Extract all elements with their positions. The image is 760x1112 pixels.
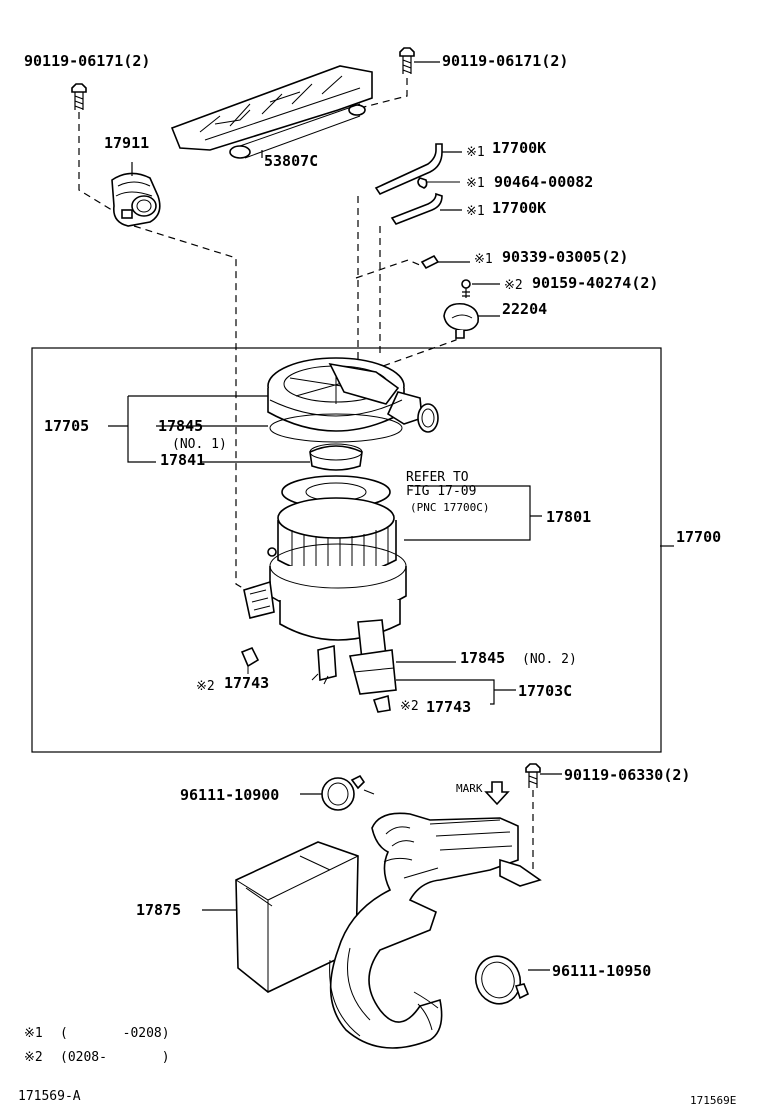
gasket-17845-no1 — [269, 413, 403, 443]
bolt-right-drawing — [399, 47, 415, 74]
footnote-1-text: ( -0208) — [60, 1026, 170, 1041]
mark1-c: ※1 — [466, 204, 485, 219]
intake-duct — [329, 812, 542, 1049]
label-53807c: 53807C — [264, 152, 318, 170]
air-cleaner-cap — [267, 357, 439, 433]
label-17875: 17875 — [136, 901, 181, 919]
label-bolt-right: 90119-06171(2) — [442, 52, 568, 70]
outlet-17703c — [311, 619, 397, 695]
label-17801: 17801 — [546, 508, 591, 526]
label-90339: 90339-03005(2) — [502, 248, 628, 266]
hose-17700k-upper — [374, 143, 443, 196]
label-refer-2: FIG 17-09 — [406, 484, 476, 499]
label-refer-1: REFER TO — [406, 470, 469, 485]
label-90159: 90159-40274(2) — [532, 274, 658, 292]
mark1-d: ※1 — [474, 252, 493, 267]
screw-90159 — [461, 279, 471, 298]
diagram-code-right: 171569E — [690, 1094, 736, 1107]
label-17700k-a: 17700K — [492, 139, 546, 157]
diagram-code-left: 171569-A — [18, 1089, 81, 1104]
clamp-96111-10950 — [474, 955, 530, 1005]
bolt-left-drawing — [71, 83, 87, 110]
label-no1: (NO. 1) — [172, 437, 227, 452]
air-cleaner-case — [243, 497, 407, 641]
clip-17743-left — [240, 646, 260, 674]
pin-90339 — [420, 254, 440, 270]
label-17743-a: 17743 — [224, 674, 269, 692]
clamp-96111-10900 — [321, 774, 375, 811]
label-22204: 22204 — [502, 300, 547, 318]
assembly-box — [31, 347, 662, 753]
label-17703c: 17703C — [518, 682, 572, 700]
label-96111-10950: 96111-10950 — [552, 962, 651, 980]
label-17743-b: 17743 — [426, 698, 471, 716]
label-17911: 17911 — [104, 134, 149, 152]
element-17841 — [309, 443, 363, 471]
label-17845-no2: 17845 — [460, 649, 505, 667]
label-90464: 90464-00082 — [494, 173, 593, 191]
sensor-22204 — [443, 302, 480, 339]
label-90119-06330: 90119-06330(2) — [564, 766, 690, 784]
label-bolt-left: 90119-06171(2) — [24, 52, 150, 70]
mark1-b: ※1 — [466, 176, 485, 191]
label-17700: 17700 — [676, 528, 721, 546]
label-no2: (NO. 2) — [522, 652, 577, 667]
label-17841: 17841 — [160, 451, 205, 469]
mark-arrow — [484, 781, 510, 806]
clip-90464 — [417, 177, 460, 189]
label-96111-10900: 96111-10900 — [180, 786, 279, 804]
intake-17911 — [111, 172, 161, 227]
label-mark: MARK — [456, 782, 483, 795]
footnote-1-mark: ※1 — [24, 1026, 43, 1041]
bracket-53807c — [170, 65, 373, 159]
footnote-2-text: (0208- ) — [60, 1050, 170, 1065]
mark2-a: ※2 — [504, 278, 523, 293]
label-17705: 17705 — [44, 417, 89, 435]
label-17845: 17845 — [158, 417, 203, 435]
label-17700k-b: 17700K — [492, 199, 546, 217]
hose-17700k-lower — [390, 192, 443, 225]
mark2-c: ※2 — [400, 699, 419, 714]
bolt-06330 — [525, 763, 541, 788]
mark2-b: ※2 — [196, 679, 215, 694]
label-refer-3: (PNC 17700C) — [410, 501, 489, 514]
footnote-2-mark: ※2 — [24, 1050, 43, 1065]
mark1-a: ※1 — [466, 145, 485, 160]
clip-17743-right — [372, 694, 391, 713]
